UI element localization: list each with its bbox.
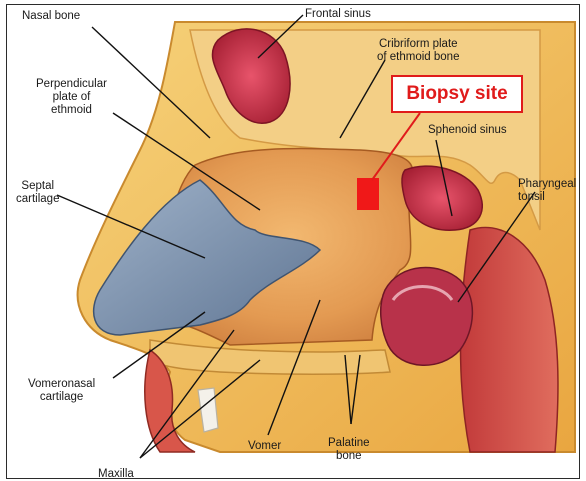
label-frontal-sinus: Frontal sinus [305,8,371,21]
label-pharyngeal-tonsil: Pharyngeal tonsil [518,178,576,204]
label-sphenoid-sinus: Sphenoid sinus [428,124,507,137]
label-septal-cartilage: Septal cartilage [16,180,59,206]
biopsy-callout-box: Biopsy site [391,75,523,113]
label-perpendicular-plate: Perpendicular plate of ethmoid [36,78,107,117]
label-nasal-bone: Nasal bone [22,10,80,23]
label-palatine-bone: Palatine bone [328,437,370,463]
label-vomeronasal-cartilage: Vomeronasal cartilage [28,378,95,404]
label-maxilla: Maxilla [98,468,134,481]
label-cribriform-plate: Cribriform plate of ethmoid bone [377,38,459,64]
biopsy-marker [357,178,379,210]
pharyngeal-tonsil-shape [381,268,473,366]
biopsy-callout-text: Biopsy site [406,83,507,105]
label-vomer: Vomer [248,440,281,453]
